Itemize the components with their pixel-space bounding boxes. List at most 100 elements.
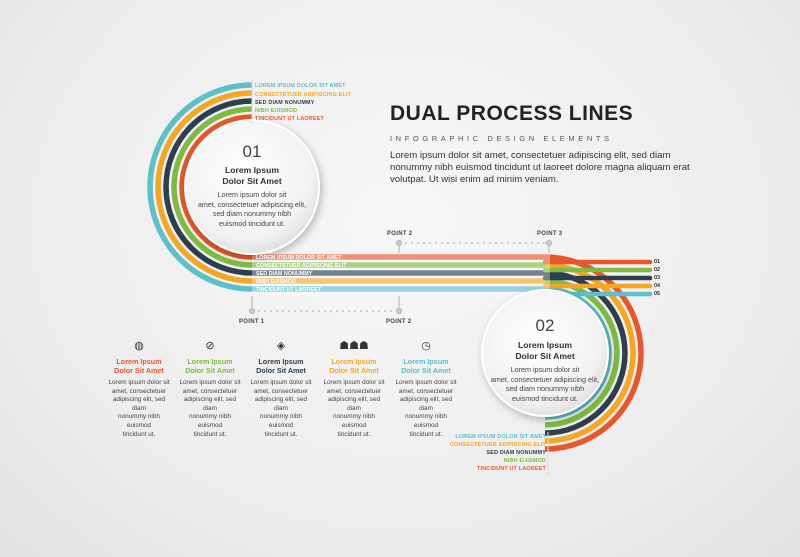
info-item-1-heading-line1: Lorem Ipsum bbox=[116, 357, 162, 366]
info-item-4-body-line: tincidunt ut. bbox=[337, 430, 371, 438]
right-bar-stubs bbox=[542, 259, 653, 297]
circle-1-heading: Lorem Ipsum Dolor Sit Amet bbox=[192, 165, 312, 186]
point-label-bottom-1: POINT 1 bbox=[239, 319, 265, 325]
info-item-5-body-line: Lorem ipsum dolor sit bbox=[395, 379, 457, 386]
line-label-b4: NIBH EUISMOD bbox=[503, 458, 546, 464]
info-item-3-body-line: amet, consectetuer bbox=[253, 387, 309, 395]
info-item-5-body-line: nonummy nibh euismod bbox=[405, 413, 447, 429]
info-item-1-heading: Lorem Ipsum Dolor Sit Amet bbox=[106, 357, 172, 375]
team-icon: ☗☗☗ bbox=[339, 340, 369, 352]
info-item-1-body-line: tincidunt ut. bbox=[122, 430, 156, 438]
info-item-4-heading: Lorem Ipsum Dolor Sit Amet bbox=[321, 357, 387, 375]
arc-teal-left bbox=[147, 82, 545, 292]
info-item-4-body: Lorem ipsum dolor sit amet, consectetuer… bbox=[321, 379, 387, 439]
arc-orange-left bbox=[155, 90, 545, 284]
info-item-3-heading-line2: Dolor Sit Amet bbox=[256, 366, 306, 375]
clock-icon: ◷ bbox=[421, 340, 431, 352]
bar-number-5: 05 bbox=[654, 291, 661, 297]
info-item-5-heading: Lorem Ipsum Dolor Sit Amet bbox=[393, 357, 459, 375]
info-item-2-body-line: nonummy nibh euismod bbox=[189, 413, 231, 429]
circle-2-heading: Lorem Ipsum Dolor Sit Amet bbox=[485, 340, 605, 361]
info-item-5-body-line: tincidunt ut. bbox=[409, 430, 443, 438]
circle-1-heading-line2: Dolor Sit Amet bbox=[222, 175, 282, 186]
circle-2-body-line2: amet, consectetuer adipiscing elit, bbox=[490, 374, 600, 384]
info-item-2-body-line: adipiscing elit, sed diam bbox=[183, 396, 237, 412]
arc-navy-left bbox=[163, 98, 545, 276]
circle-2-disc bbox=[481, 289, 609, 417]
line-label-1: LOREM IPSUM DOLOR SIT AMET bbox=[255, 83, 346, 89]
circle-2-body-line3: sed diam nonummy nibh bbox=[505, 384, 585, 394]
bar-label-4: NIBH EUISMOD bbox=[256, 279, 296, 285]
info-item-5-heading-line1: Lorem Ipsum bbox=[403, 357, 449, 366]
info-item-5-body: Lorem ipsum dolor sit amet, consectetuer… bbox=[393, 379, 459, 439]
line-label-4: NIBH EUISMOD bbox=[255, 108, 298, 114]
globe-icon: ◍ bbox=[134, 340, 144, 352]
info-item-3-heading-line1: Lorem Ipsum bbox=[258, 357, 304, 366]
top-point-markers bbox=[395, 239, 553, 253]
page-title: DUAL PROCESS LINES bbox=[390, 102, 634, 125]
left-arcs bbox=[147, 82, 545, 292]
circle-2-heading-line2: Dolor Sit Amet bbox=[515, 350, 575, 361]
bar-label-5: TINCIDUNT UT LAOREET bbox=[256, 287, 321, 293]
info-item-3: ◈ Lorem Ipsum Dolor Sit Amet Lorem ipsum… bbox=[248, 339, 314, 439]
compass-icon: ⊘ bbox=[205, 340, 215, 352]
bar-number-4: 04 bbox=[654, 283, 661, 289]
info-item-2: ⊘ Lorem Ipsum Dolor Sit Amet Lorem ipsum… bbox=[177, 339, 243, 439]
info-item-1: ◍ Lorem Ipsum Dolor Sit Amet Lorem ipsum… bbox=[106, 339, 172, 439]
info-item-4-heading-line2: Dolor Sit Amet bbox=[329, 366, 379, 375]
info-item-4-body-line: amet, consectetuer bbox=[326, 387, 382, 395]
arc-orange-right bbox=[544, 262, 636, 444]
circle-2-body-line4: euismod tincidunt ut. bbox=[512, 393, 578, 403]
info-item-3-body-line: nonummy nibh euismod bbox=[260, 413, 302, 429]
point-label-bottom-2: POINT 2 bbox=[386, 319, 412, 325]
page-description: Lorem ipsum dolor sit amet, consectetuer… bbox=[390, 150, 690, 186]
circle-2-body: Lorem ipsum dolor sit amet, consectetuer… bbox=[485, 365, 605, 403]
bar-number-1: 01 bbox=[654, 259, 661, 265]
bar-highlight bbox=[252, 253, 550, 295]
arc-green-right bbox=[544, 278, 620, 428]
info-item-1-body-line: amet, consectetuer bbox=[111, 387, 167, 395]
circle-1-heading-line1: Lorem Ipsum bbox=[225, 165, 279, 175]
bar-number-3: 03 bbox=[654, 275, 661, 281]
circle-1-body-line1: Lorem ipsum dolor sit bbox=[217, 190, 287, 199]
info-item-2-body-line: amet, consectetuer bbox=[182, 387, 238, 395]
circle-2-heading-line1: Lorem Ipsum bbox=[518, 340, 572, 350]
line-label-b5: TINCIDUNT UT LAOREET bbox=[477, 466, 546, 472]
arc-red-left bbox=[179, 114, 545, 260]
arc-navy-right bbox=[544, 270, 628, 436]
arc-green-left bbox=[171, 106, 545, 268]
line-label-b2: CONSECTETUER ADIPISCING ELIT bbox=[449, 442, 546, 448]
shield-icon: ◈ bbox=[276, 340, 286, 352]
line-label-3: SED DIAM NONUMMY bbox=[255, 100, 315, 106]
circle-1-body-line3: sed diam nonummy nibh bbox=[212, 209, 292, 219]
info-item-3-body-line: adipiscing elit, sed diam bbox=[254, 396, 308, 412]
info-item-3-body-line: Lorem ipsum dolor sit bbox=[250, 379, 312, 386]
info-item-5-body-line: amet, consectetuer bbox=[398, 387, 454, 395]
info-item-1-heading-line2: Dolor Sit Amet bbox=[114, 366, 164, 375]
info-item-4-body-line: adipiscing elit, sed diam bbox=[327, 396, 381, 412]
circle-1-body-line2: amet, consectetuer adipiscing elit, bbox=[197, 199, 307, 209]
info-item-5-heading-line2: Dolor Sit Amet bbox=[401, 366, 451, 375]
info-item-1-body-line: nonummy nibh euismod bbox=[118, 413, 160, 429]
line-label-b1: LOREM IPSUM DOLOR SIT AMET bbox=[455, 434, 546, 440]
info-item-4: ☗☗☗ Lorem Ipsum Dolor Sit Amet Lorem ips… bbox=[321, 339, 387, 439]
page-subtitle: INFOGRAPHIC DESIGN ELEMENTS bbox=[390, 134, 613, 143]
info-item-2-heading-line2: Dolor Sit Amet bbox=[185, 366, 235, 375]
info-item-2-heading: Lorem Ipsum Dolor Sit Amet bbox=[177, 357, 243, 375]
info-item-3-body-line: tincidunt ut. bbox=[264, 430, 298, 438]
info-item-1-body-line: Lorem ipsum dolor sit bbox=[108, 379, 170, 386]
line-label-2: CONSECTETUER ADIPISCING ELIT bbox=[255, 92, 352, 98]
bar-label-1: LOREM IPSUM DOLOR SIT AMET bbox=[256, 255, 342, 261]
info-item-4-body-line: nonummy nibh euismod bbox=[333, 413, 375, 429]
bar-label-3: SED DIAM NONUMMY bbox=[256, 271, 313, 277]
info-item-2-body: Lorem ipsum dolor sit amet, consectetuer… bbox=[177, 379, 243, 439]
info-item-3-heading: Lorem Ipsum Dolor Sit Amet bbox=[248, 357, 314, 375]
circle-2-body-line1: Lorem ipsum dolor sit bbox=[510, 365, 580, 374]
info-item-4-heading-line1: Lorem Ipsum bbox=[331, 357, 377, 366]
circle-1-body-line4: euismod tincidunt ut. bbox=[219, 218, 285, 228]
circle-2-number: 02 bbox=[535, 316, 555, 335]
line-label-5: TINCIDUNT UT LAOREET bbox=[255, 116, 324, 122]
bar-number-2: 02 bbox=[654, 267, 661, 273]
bottom-point-markers bbox=[248, 296, 403, 315]
